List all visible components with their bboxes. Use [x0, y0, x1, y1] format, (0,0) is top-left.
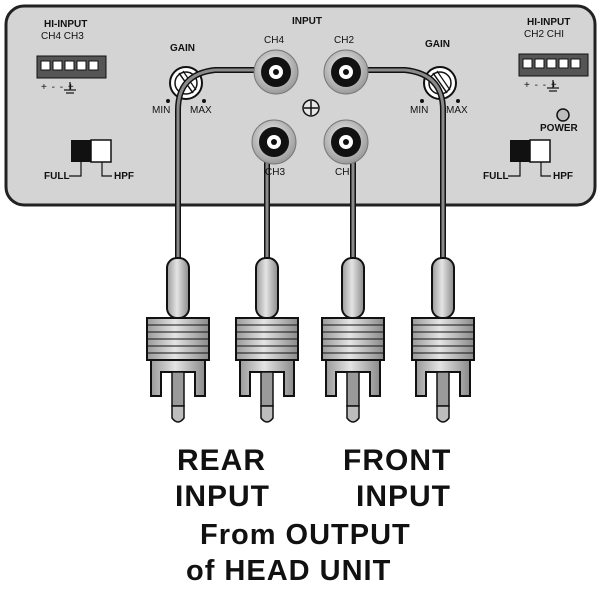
right-hi-input-terminal: [518, 53, 589, 77]
right-hi-input-channels: CH2 CHI: [524, 29, 565, 40]
caption-from-output: From OUTPUT: [200, 519, 411, 551]
rca-label-ch2: CH2: [334, 35, 355, 46]
caption-rear-input: INPUT: [175, 480, 270, 513]
right-gain-min: MIN: [410, 105, 429, 116]
right-hi-input-title: HI-INPUT: [527, 17, 571, 28]
rca-jack-ch3[interactable]: [251, 119, 297, 165]
caption-front-input: INPUT: [356, 480, 451, 513]
rca-jack-ch4[interactable]: [253, 49, 299, 95]
amplifier-panel: [4, 4, 597, 207]
rca-jack-ch1[interactable]: [323, 119, 369, 165]
input-title: INPUT: [292, 16, 322, 27]
left-gain-title: GAIN: [170, 43, 195, 54]
left-hi-input-polarity: + - - +: [41, 82, 75, 93]
power-led-icon: [556, 108, 570, 122]
right-gain-max: MAX: [446, 105, 468, 116]
rca-plug-rear-left: [146, 257, 210, 423]
rca-label-ch3: CH3: [265, 167, 286, 178]
caption-rear: REAR: [177, 444, 267, 477]
rca-plug-front-right: [411, 257, 475, 423]
left-filter-switch[interactable]: [69, 139, 112, 177]
rca-plug-rear-right: [235, 257, 299, 423]
rca-label-ch4: CH4: [264, 35, 285, 46]
rca-plug-front-left: [321, 257, 385, 423]
left-gain-min: MIN: [152, 105, 171, 116]
rca-label-ch1: CHI: [335, 167, 353, 178]
left-hi-input-terminal: [36, 55, 107, 79]
right-switch-full: FULL: [483, 171, 509, 182]
left-hi-input-title: HI-INPUT: [44, 19, 88, 30]
right-hi-input-polarity: + - - +: [524, 80, 558, 91]
left-hi-input-channels: CH4 CH3: [41, 31, 84, 42]
rca-jack-ch2[interactable]: [323, 49, 369, 95]
left-switch-hpf: HPF: [114, 171, 134, 182]
caption-head-unit: of HEAD UNIT: [186, 555, 392, 587]
right-ground-icon: [547, 80, 559, 92]
caption-front: FRONT: [343, 444, 452, 477]
left-gain-max: MAX: [190, 105, 212, 116]
right-gain-title: GAIN: [425, 39, 450, 50]
left-ground-icon: [64, 82, 76, 94]
right-switch-hpf: HPF: [553, 171, 573, 182]
power-label: POWER: [540, 123, 578, 134]
center-screw-icon: [302, 99, 320, 117]
right-filter-switch[interactable]: [508, 139, 551, 177]
left-switch-full: FULL: [44, 171, 70, 182]
